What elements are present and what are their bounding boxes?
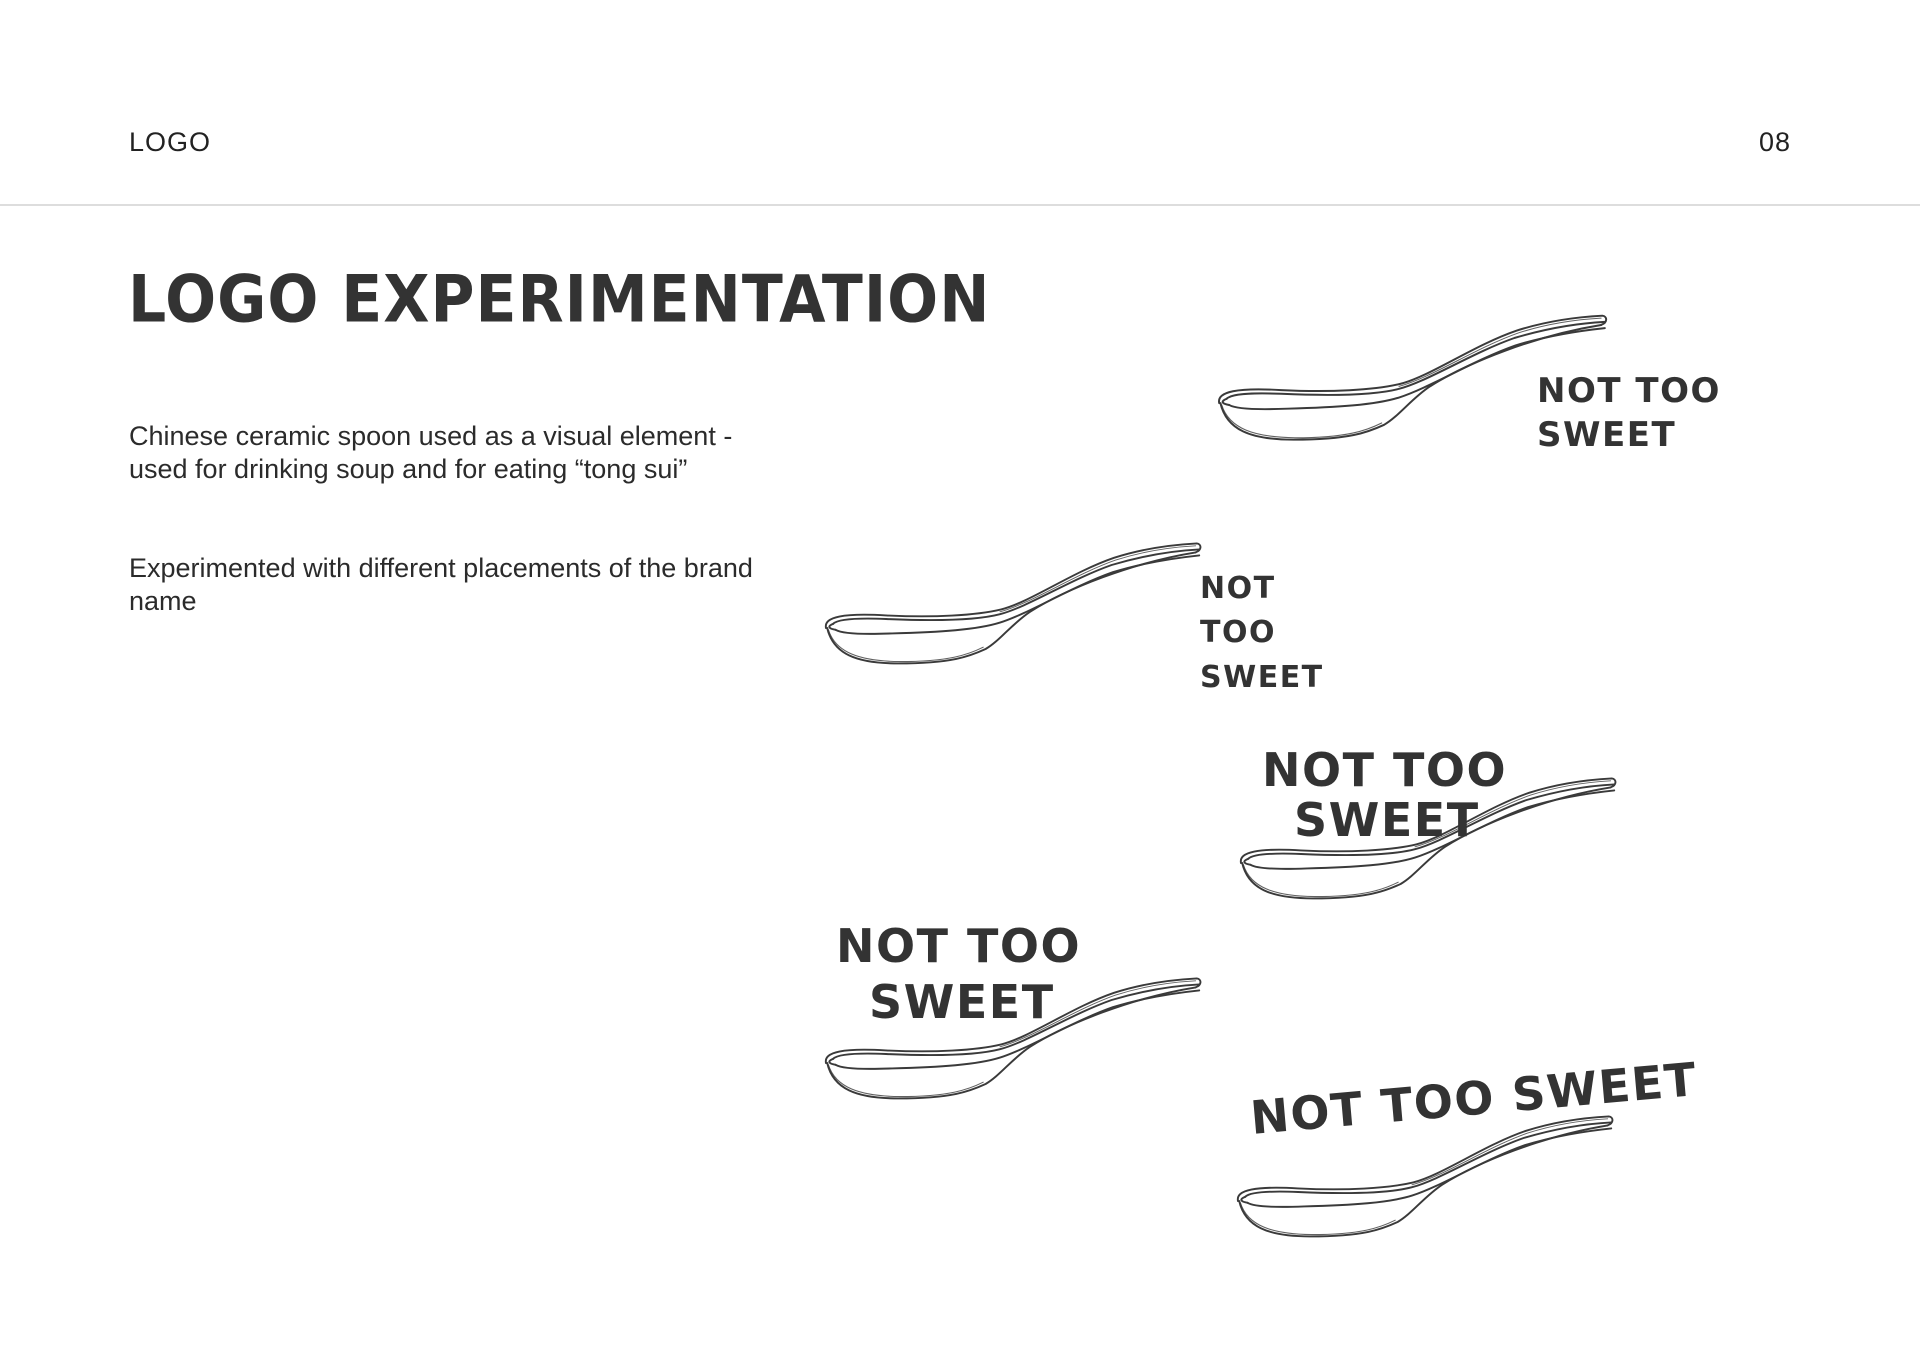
variant-3-label: NOT TOO SWEET (1262, 743, 1525, 847)
header-divider (0, 204, 1920, 206)
description-paragraph-1: Chinese ceramic spoon used as a visual e… (129, 421, 733, 484)
logo-variant-5: NOT TOO SWEET (1236, 1052, 1699, 1238)
page-number: 08 (1758, 127, 1791, 157)
logo-variant-2: NOT TOO SWEET (824, 542, 1324, 695)
variant-4-label: NOT TOO SWEET (836, 919, 1099, 1029)
logo-variant-1: NOT TOO SWEET (1218, 314, 1734, 455)
variant-1-label: NOT TOO SWEET (1537, 371, 1734, 455)
header-section-label: LOGO (129, 127, 212, 157)
variant-2-label: NOT TOO SWEET (1200, 571, 1324, 695)
variant-5-label-a: NOT TOO SWEET (1248, 1052, 1699, 1145)
description-paragraph-2: Experimented with different placements o… (129, 553, 753, 616)
logo-variant-3: NOT TOO SWEET (1239, 743, 1617, 900)
logo-variant-4: NOT TOO SWEET (824, 919, 1202, 1100)
page-title: LOGO EXPERIMENTATION (128, 262, 991, 338)
